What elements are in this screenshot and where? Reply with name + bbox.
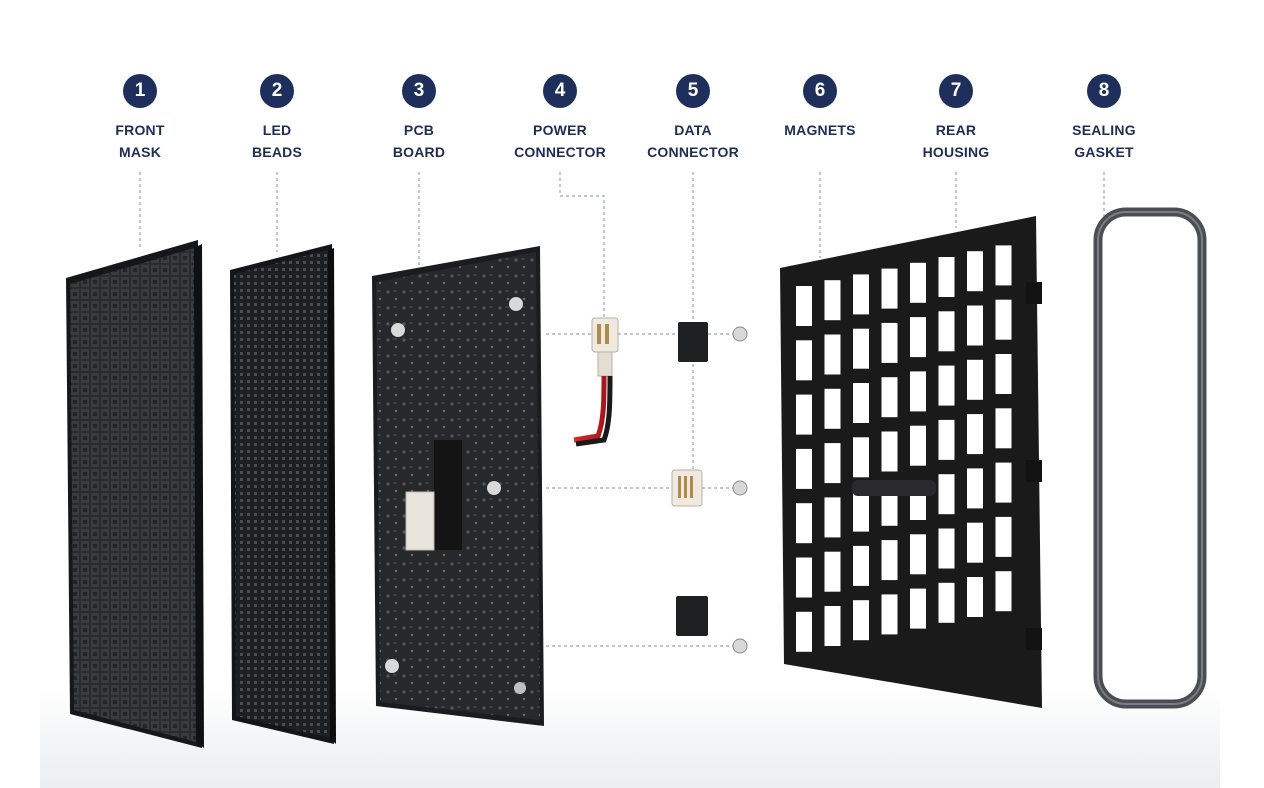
leader-line-4 [559, 172, 605, 322]
number-badge-1: 1 [123, 74, 157, 108]
power-connector [573, 317, 619, 447]
rear-housing [780, 216, 1042, 708]
magnets [732, 326, 748, 654]
part-label-4: POWER CONNECTOR [514, 122, 606, 160]
number-badge-2: 2 [260, 74, 294, 108]
front-mask [66, 240, 204, 748]
data-connector-group [671, 322, 708, 636]
number-badge-6: 6 [803, 74, 837, 108]
part-label-8: SEALING GASKET [1072, 122, 1136, 160]
data-connector-1 [678, 322, 708, 362]
number-badge-3: 3 [402, 74, 436, 108]
part-label-5: DATA CONNECTOR [647, 122, 739, 160]
number-badge-4: 4 [543, 74, 577, 108]
number-badge-8: 8 [1087, 74, 1121, 108]
led-beads-panel [230, 244, 336, 744]
part-label-3: PCB BOARD [392, 122, 446, 160]
pcb-board [372, 246, 544, 726]
leader-lines [139, 172, 1105, 647]
data-connector-3 [676, 596, 708, 636]
magnet-3 [732, 638, 748, 654]
part-label-6: MAGNETS [784, 122, 856, 138]
number-badge-7: 7 [939, 74, 973, 108]
part-label-1: FRONT MASK [115, 122, 165, 160]
magnet-2 [732, 480, 748, 496]
sealing-gasket [1093, 207, 1207, 709]
part-label-7: REAR HOUSING [922, 122, 990, 160]
magnet-1 [732, 326, 748, 342]
number-badge-5: 5 [676, 74, 710, 108]
part-label-2: LED BEADS [251, 122, 302, 160]
